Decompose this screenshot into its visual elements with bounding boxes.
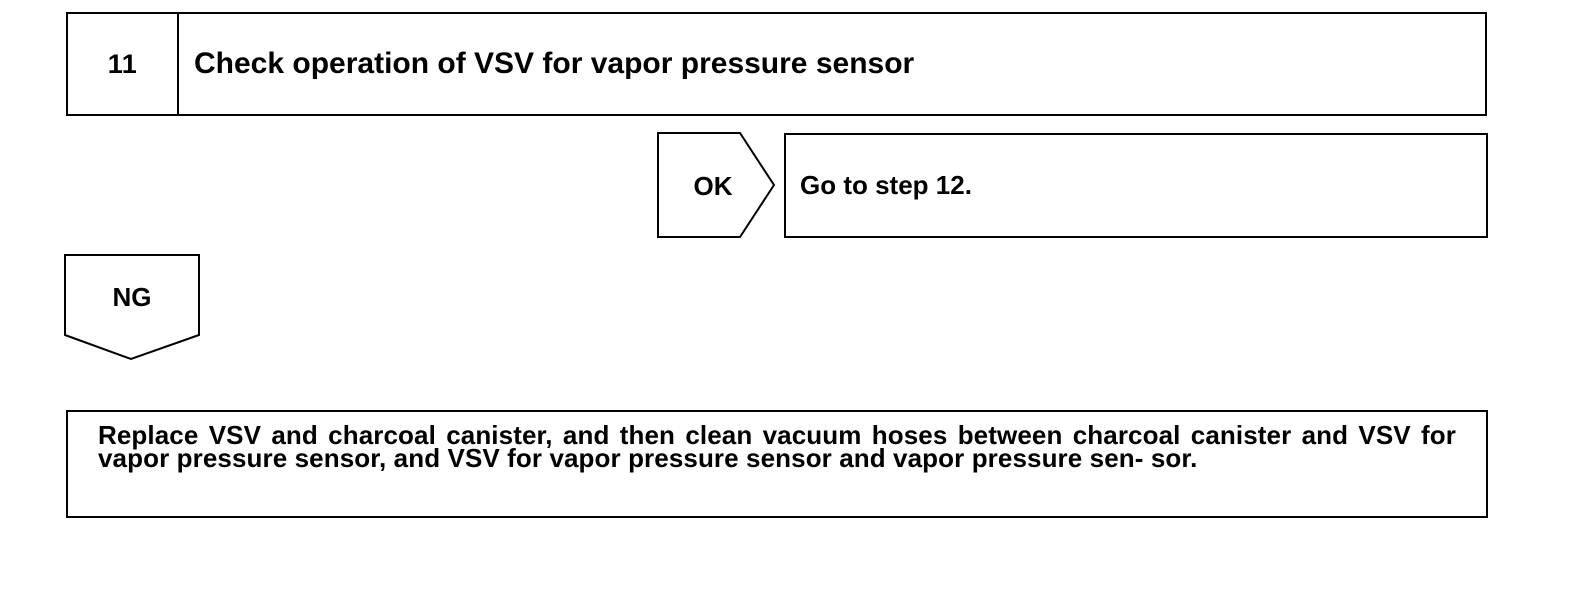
- step-number: 11: [107, 48, 138, 79]
- ok-result-text: Go to step 12.: [800, 170, 972, 200]
- repair-instruction-box: Replace VSV and charcoal canister, and t…: [66, 410, 1488, 518]
- ok-label: OK: [693, 170, 733, 201]
- ng-label: NG: [112, 281, 152, 312]
- repair-instruction-text: Replace VSV and charcoal canister, and t…: [98, 420, 1456, 473]
- step-header-box: 11 Check operation of VSV for vapor pres…: [66, 12, 1487, 116]
- step-title: Check operation of VSV for vapor pressur…: [194, 47, 915, 80]
- ok-arrow-shape: [657, 132, 776, 238]
- step-number-cell: 11: [68, 14, 179, 114]
- ng-arrow-shape: [64, 254, 200, 361]
- ok-result-box: Go to step 12.: [784, 133, 1488, 238]
